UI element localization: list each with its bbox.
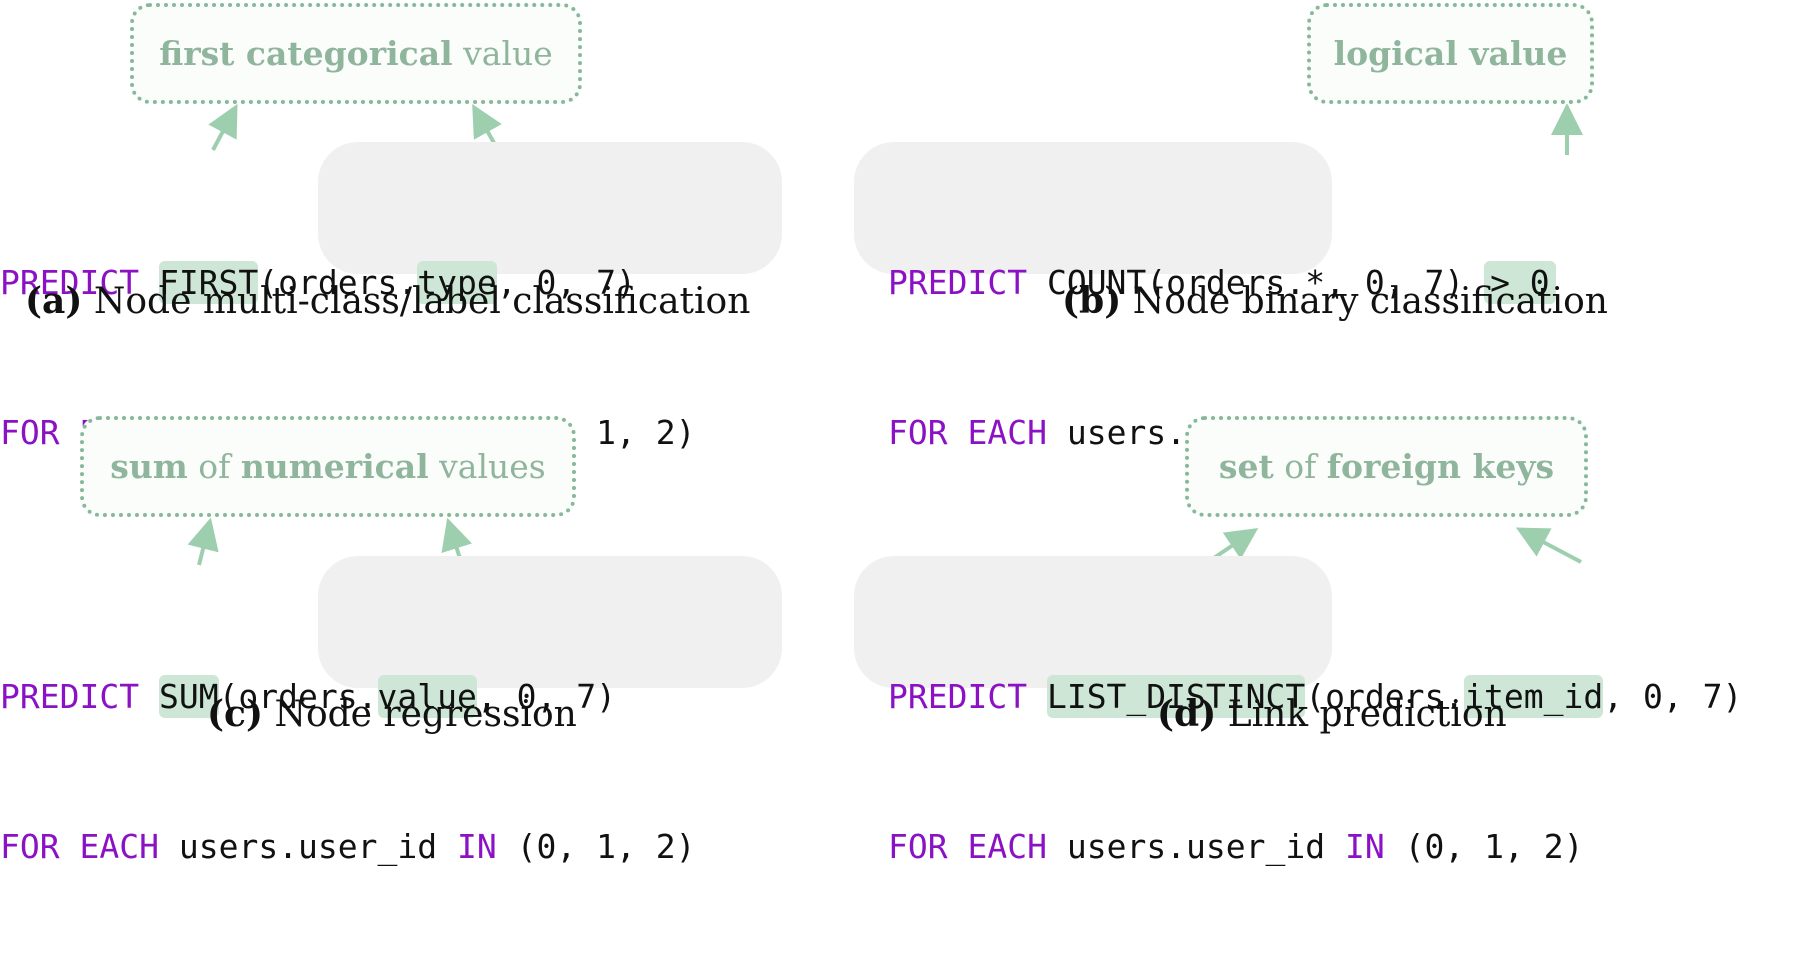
query-target-tail: , 0, 7) (476, 677, 616, 716)
arrow-a-fn (208, 103, 238, 151)
caption-text: Node multi-class/label classification (82, 281, 751, 322)
panel-c-annotation-box: sum of numerical values (80, 416, 576, 517)
query-target: (orders.*, 0, 7) (1146, 263, 1465, 302)
caption-text: Node binary classification (1121, 281, 1608, 322)
caption-label: (d) (1157, 693, 1217, 735)
condition-operator: > 0 (1484, 261, 1556, 304)
annotation-text-part: set (1218, 447, 1274, 486)
panel-d-caption: (d) Link prediction (1157, 693, 1507, 735)
entity-column: users.user_id (178, 827, 438, 866)
caption-label: (b) (1062, 280, 1122, 322)
target-column: item_id (1464, 675, 1604, 718)
annotation-text-part: logical value (1333, 34, 1568, 73)
keyword-each: EACH (967, 413, 1047, 452)
query-line-2: FOR EACH users.user_id IN (0, 1, 2) (888, 822, 1742, 872)
keyword-each: EACH (79, 827, 159, 866)
query-target-tail: , 0, 7) (1603, 677, 1743, 716)
target-column: value (377, 675, 477, 718)
query-line-1: PREDICT LIST_DISTINCT(orders.item_id, 0,… (888, 672, 1742, 722)
query-target-prefix: (orders. (258, 263, 418, 302)
keyword-in: IN (457, 827, 497, 866)
panel-a-annotation-box: first categorical value (130, 3, 582, 104)
annotation-text-part: sum (110, 447, 188, 486)
annotation-text-part: numerical (240, 447, 429, 486)
panel-d-background (854, 556, 1332, 688)
keyword-in: IN (1345, 827, 1385, 866)
entity-id-list: (0, 1, 2) (516, 827, 696, 866)
keyword-predict: PREDICT (888, 677, 1028, 716)
entity-id-list: (0, 1, 2) (1404, 827, 1584, 866)
panel-c-query: PREDICT SUM(orders.value, 0, 7) FOR EACH… (0, 572, 695, 972)
query-line-2: FOR EACH users.user_id IN (0, 1, 2) (0, 822, 695, 872)
query-target-tail: , 0, 7) (496, 263, 636, 302)
caption-text: Link prediction (1216, 694, 1507, 735)
keyword-each: EACH (967, 827, 1047, 866)
caption-text: Node regression (263, 694, 577, 735)
target-column: type (417, 261, 497, 304)
panel-b-caption: (b) Node binary classification (1062, 280, 1608, 322)
aggregation-function: FIRST (158, 261, 259, 304)
panel-b-background (854, 142, 1332, 274)
keyword-predict: PREDICT (0, 677, 140, 716)
panel-c-background (318, 556, 782, 688)
keyword-predict: PREDICT (0, 263, 140, 302)
aggregation-function: COUNT (1046, 263, 1147, 302)
caption-label: (a) (25, 280, 83, 322)
entity-column: users.user_id (1066, 827, 1326, 866)
keyword-for: FOR (888, 413, 948, 452)
aggregation-function: SUM (158, 675, 219, 718)
aggregation-function: LIST_DISTINCT (1046, 675, 1306, 718)
keyword-for: FOR (888, 827, 948, 866)
annotation-text-part: foreign keys (1326, 447, 1555, 486)
query-line-1: PREDICT COUNT(orders.*, 0, 7) > 0 (888, 258, 1583, 308)
annotation-text-part: values (428, 447, 546, 486)
panel-b-annotation-box: logical value (1307, 3, 1594, 104)
panel-d-query: PREDICT LIST_DISTINCT(orders.item_id, 0,… (888, 572, 1742, 972)
caption-label: (c) (207, 693, 263, 735)
annotation-text-part: of (1273, 447, 1327, 486)
annotation-text-part: first categorical (159, 34, 453, 73)
keyword-predict: PREDICT (888, 263, 1028, 302)
annotation-text-part: of (187, 447, 241, 486)
query-line-1: PREDICT SUM(orders.value, 0, 7) (0, 672, 695, 722)
keyword-for: FOR (0, 827, 60, 866)
query-target-prefix: (orders. (1305, 677, 1465, 716)
panel-a-background (318, 142, 782, 274)
query-line-1: PREDICT FIRST(orders.type, 0, 7) (0, 258, 695, 308)
query-target-prefix: (orders. (218, 677, 378, 716)
keyword-for: FOR (0, 413, 60, 452)
panel-d-annotation-box: set of foreign keys (1185, 416, 1588, 517)
annotation-text-part: value (452, 34, 553, 73)
panel-a-caption: (a) Node multi-class/label classificatio… (25, 280, 750, 322)
panel-c-caption: (c) Node regression (207, 693, 577, 735)
